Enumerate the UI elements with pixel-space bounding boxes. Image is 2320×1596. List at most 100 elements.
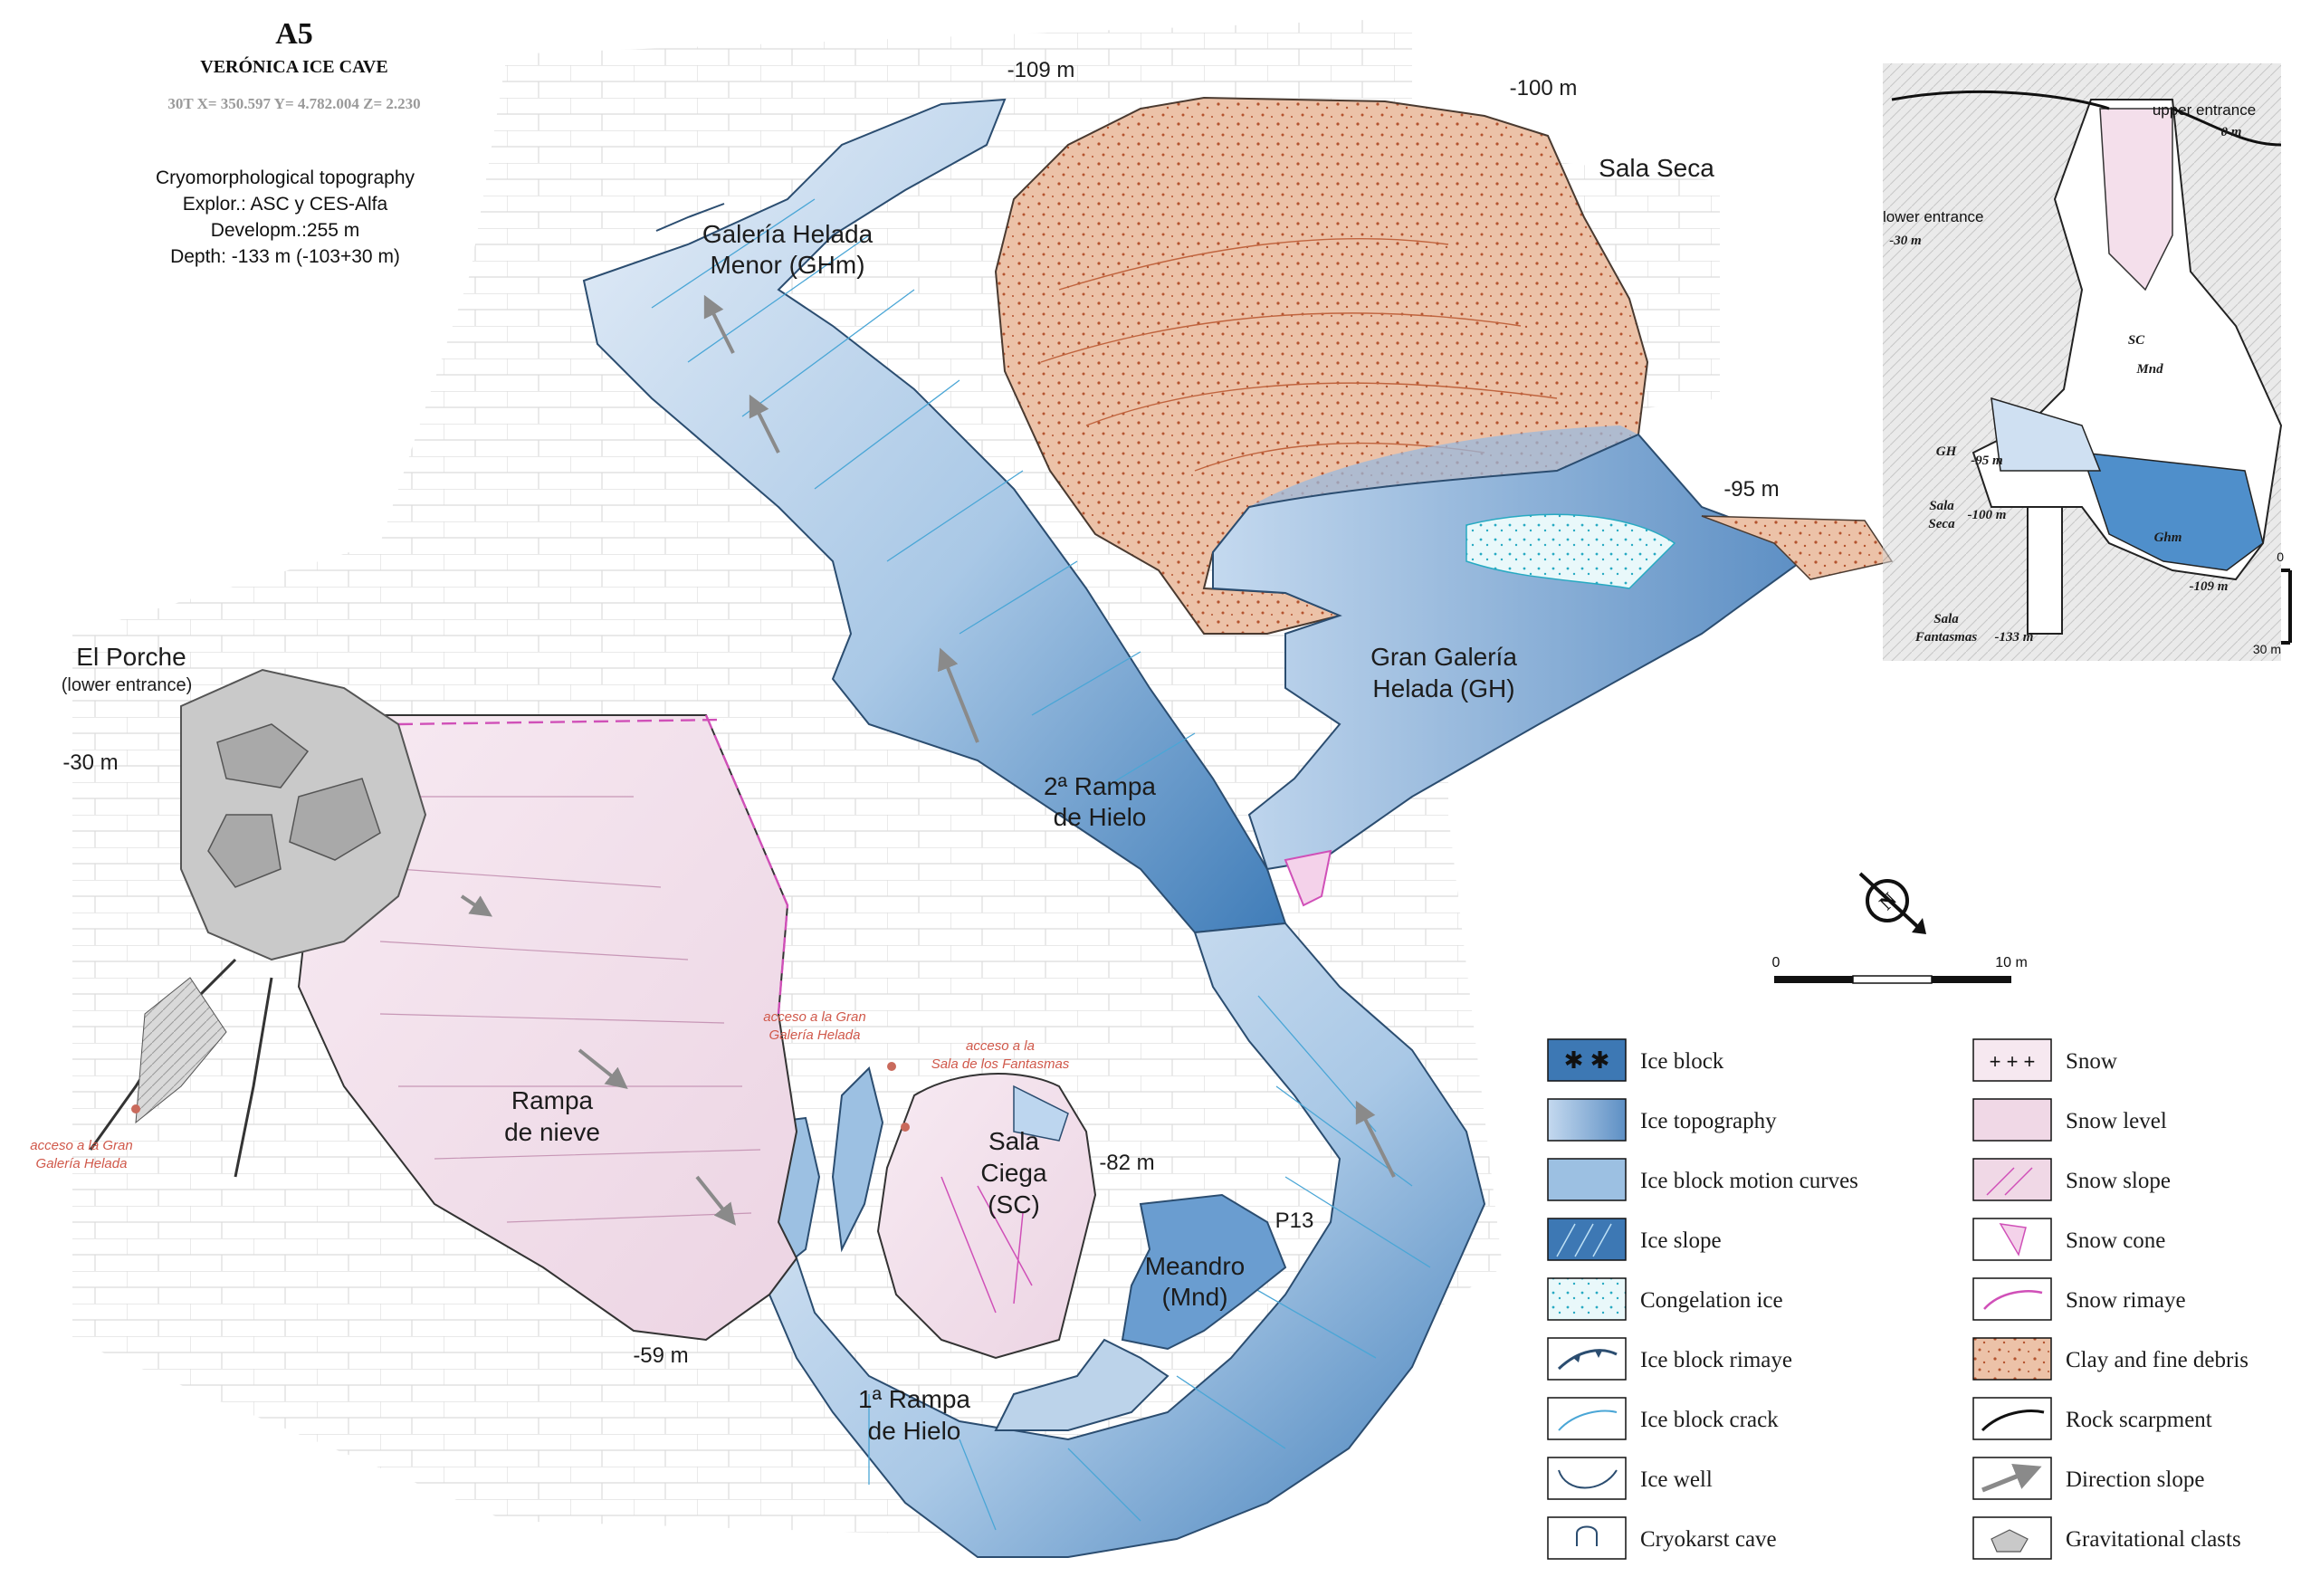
legend-left-swatches: ✱ ✱ [1547, 1038, 1627, 1560]
note-fantasmas-1: acceso a la [966, 1038, 1035, 1054]
info-line-2: Explor.: ASC y CES-Alfa [183, 194, 388, 215]
cave-name: VERÓNICA ICE CAVE [200, 55, 387, 77]
label-el-porche: El Porche [76, 643, 186, 671]
inset-surface [1891, 90, 2282, 147]
depth-59: -59 m [633, 1343, 688, 1368]
ice-block-rimaye-frame [1547, 1337, 1627, 1381]
legend-ice-block: Ice block [1640, 1049, 1724, 1074]
label-gh-1: Gran Galería [1370, 643, 1517, 671]
legend-ice-well: Ice well [1640, 1467, 1713, 1492]
legend-ice-slope: Ice slope [1640, 1228, 1722, 1253]
access-point-mid [887, 1062, 896, 1071]
inset-fantasmas-2: Fantasmas [1914, 630, 1978, 645]
info-line-1: Cryomorphological topography [156, 167, 415, 188]
access-notes: acceso a la Gran Galería Helada acceso a… [30, 1009, 1069, 1171]
access-point-left [131, 1104, 140, 1113]
label-rampa2-2: de Hielo [1054, 803, 1147, 831]
label-gh-2: Helada (GH) [1372, 674, 1514, 702]
snow-cone [1284, 849, 1332, 907]
inset-lower-depth: -30 m [1889, 234, 1921, 248]
snow-icon [1972, 1038, 2052, 1082]
access-point-fantasmas [901, 1123, 910, 1132]
note-left-2: Galería Helada [36, 1156, 128, 1171]
sala-seca-area [994, 96, 1649, 635]
inset-snow [2099, 108, 2173, 291]
legend-rock-scarpment: Rock scarpment [2066, 1408, 2212, 1432]
cryokarst-cave-frame [1547, 1516, 1627, 1560]
depth-109: -109 m [1007, 58, 1075, 82]
rock-scarpment-frame [1972, 1397, 2052, 1440]
gran-galeria-helada-area [1212, 433, 1894, 871]
depth-95: -95 m [1723, 477, 1779, 502]
map-code: A5 [275, 17, 313, 51]
inset-ghm: Ghm [2154, 530, 2182, 545]
legend-cryokarst-cave: Cryokarst cave [1640, 1527, 1777, 1552]
ice-topography-icon [1547, 1098, 1627, 1142]
inset-upper-entrance: upper entrance [2153, 101, 2256, 119]
north-arrow-icon [1858, 872, 1921, 930]
inset-ice-light [1991, 397, 2102, 472]
scale-bar: 0 10 m [1772, 955, 2028, 984]
depth-30: -30 m [62, 750, 118, 775]
note-mid-2: Galería Helada [769, 1027, 861, 1043]
depth-100: -100 m [1510, 76, 1578, 100]
note-fantasmas-2: Sala de los Fantasmas [931, 1056, 1070, 1072]
snow-slope-lines-icon [1986, 1167, 2033, 1196]
snow-plus-icon: + + + [1990, 1050, 2036, 1073]
label-sala-seca: Sala Seca [1599, 154, 1714, 182]
title-block: A5 VERÓNICA ICE CAVE 30T X= 350.597 Y= 4… [156, 17, 421, 267]
inset-ice [2080, 452, 2264, 571]
info-line-3: Developm.:255 m [211, 220, 360, 241]
legend-snow-cone: Snow cone [2066, 1228, 2165, 1253]
legend-ice-topography: Ice topography [1640, 1109, 1777, 1133]
ice-block-motion-icon [1547, 1158, 1627, 1201]
inset-fantasmas-depth: -133 m [1995, 630, 2034, 645]
label-mnd-2: (Mnd) [1161, 1283, 1227, 1311]
ice-block-rimaye-icon [1557, 1349, 1618, 1371]
label-p13: P13 [1275, 1209, 1314, 1233]
info-line-4: Depth: -133 m (-103+30 m) [170, 246, 400, 267]
inset-sc: SC [2128, 333, 2145, 348]
label-rampa-nieve-1: Rampa [511, 1086, 594, 1114]
inset-sala-seca-1: Sala [1929, 499, 1954, 513]
ice-block-icon [1547, 1038, 1627, 1082]
scale-bar-dark-1 [1774, 976, 1853, 983]
ice-block-crack-frame [1547, 1397, 1627, 1440]
rimaye-teeth-icon [1573, 1351, 1602, 1362]
cryokarst-cave-icon [1576, 1525, 1598, 1546]
inset-ghm-depth: -109 m [2190, 579, 2229, 594]
inset-vertical-scale [2281, 569, 2292, 645]
legend-snow-slope: Snow slope [2066, 1169, 2171, 1193]
ice-block-crack-icon [1558, 1410, 1618, 1431]
legend-right-swatches: + + + [1972, 1038, 2052, 1560]
label-sc-2: Ciega [980, 1159, 1047, 1187]
ice-block-stars-icon: ✱ ✱ [1564, 1046, 1610, 1074]
sala-ciega-area [876, 1073, 1097, 1360]
label-rampa2-1: 2ª Rampa [1044, 772, 1156, 800]
snow-slope-icon [1972, 1158, 2052, 1201]
label-sc-3: (SC) [988, 1190, 1040, 1219]
legend-ice-block-rimaye: Ice block rimaye [1640, 1348, 1792, 1372]
inset-vscale-0: 0 [2277, 550, 2284, 564]
label-ghm-2: Menor (GHm) [710, 251, 864, 279]
legend-snow: Snow [2066, 1049, 2117, 1074]
legend-ice-block-motion: Ice block motion curves [1640, 1169, 1858, 1193]
label-rampa-nieve-2: de nieve [504, 1118, 600, 1146]
label-rampa1-1: 1ª Rampa [858, 1385, 970, 1413]
rock-scarpment-icon [1981, 1410, 2045, 1432]
scale-bar-dark-2 [1932, 976, 2011, 983]
clasts-shape-icon [1991, 1529, 2029, 1553]
place-labels: El Porche (lower entrance) Galería Helad… [62, 154, 1715, 1445]
snow-level-icon [1972, 1098, 2052, 1142]
legend-direction-slope: Direction slope [2066, 1467, 2204, 1492]
depth-labels: -109 m -100 m -95 m -30 m -82 m -59 m [62, 58, 1779, 1368]
label-sc-1: Sala [988, 1127, 1039, 1155]
inset-gh: GH [1936, 444, 1958, 459]
clay-fine-debris-icon [1972, 1337, 2052, 1381]
legend-clay-fine-debris: Clay and fine debris [2066, 1348, 2248, 1372]
coordinates: 30T X= 350.597 Y= 4.782.004 Z= 2.230 [167, 95, 420, 112]
legend-snow-rimaye: Snow rimaye [2066, 1288, 2186, 1313]
snow-cone-icon [1999, 1223, 2027, 1257]
ice-slope-lines-icon [1556, 1223, 1612, 1257]
